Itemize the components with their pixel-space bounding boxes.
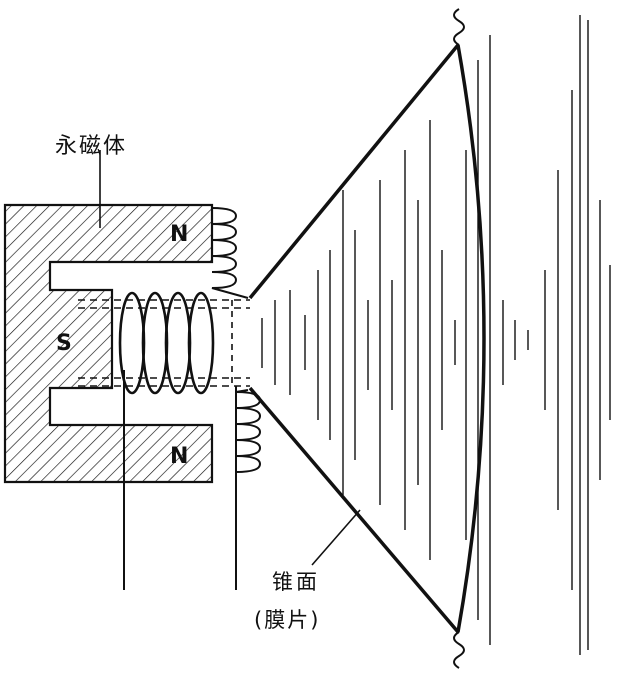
cone-rim-squiggle-top (453, 8, 465, 46)
cone-rim-squiggle-bottom (453, 631, 465, 669)
spider-suspension-bottom (235, 389, 262, 473)
magnet-body (3, 203, 214, 484)
cone-leader-line (311, 509, 361, 566)
south-pole-label: S (56, 331, 72, 356)
spider-suspension-top (211, 207, 249, 299)
north-pole-bottom-label: N (170, 444, 189, 469)
sound-waves (261, 15, 611, 655)
cone-label: 锥面 (272, 570, 320, 594)
coil-lead-wires (123, 370, 237, 590)
voice-coil (118, 291, 215, 395)
permanent-magnet-label: 永磁体 (55, 134, 128, 159)
north-pole-top-label: N (170, 222, 189, 247)
diaphragm-label: (膜片) (254, 608, 321, 632)
cone-diaphragm (248, 43, 486, 634)
